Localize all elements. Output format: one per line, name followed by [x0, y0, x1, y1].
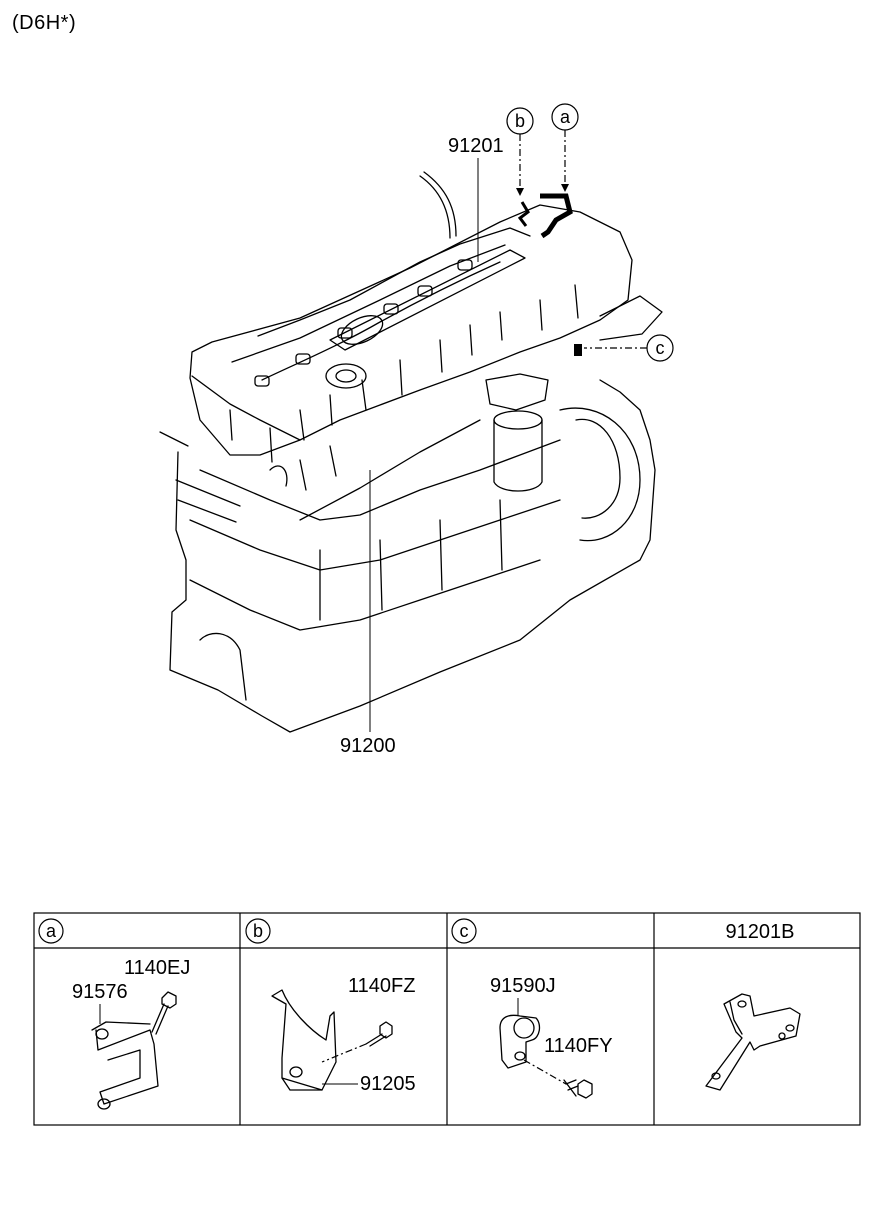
part-1140FY: 1140FY: [544, 1035, 613, 1057]
label-91201: 91201: [448, 135, 504, 262]
svg-text:91200: 91200: [340, 735, 396, 757]
part-91590J: 91590J: [490, 975, 556, 997]
svg-text:a: a: [560, 107, 571, 127]
clamp-91590J-icon: [499, 1014, 541, 1069]
page-title: (D6H*): [12, 12, 77, 34]
part-91576: 91576: [72, 981, 128, 1003]
table-header-a: a: [38, 918, 64, 944]
bolt-icon: [151, 991, 177, 1035]
svg-text:91201: 91201: [448, 135, 504, 157]
bracket-91205-icon: [271, 989, 337, 1091]
svg-text:c: c: [460, 921, 469, 941]
part-1140FZ: 1140FZ: [348, 975, 415, 997]
svg-text:c: c: [656, 338, 665, 358]
bracket-91576-icon: [91, 1021, 159, 1110]
table-header-91201B: 91201B: [726, 921, 795, 943]
part-1140EJ: 1140EJ: [124, 957, 190, 979]
injector-clips: [254, 259, 473, 387]
svg-text:a: a: [46, 921, 57, 941]
callout-b: b: [506, 107, 534, 196]
engine-illustration: [159, 171, 663, 733]
harness-brackets: [517, 193, 582, 356]
parts-table: a b c 91201B 1140EJ 91576: [33, 912, 861, 1126]
bracket-91201B-icon: [705, 993, 801, 1091]
label-91200: 91200: [340, 470, 396, 757]
svg-text:b: b: [515, 111, 525, 131]
table-header-b: b: [245, 918, 271, 944]
cell-b: 1140FZ 91205: [271, 975, 416, 1095]
callout-c: c: [584, 334, 674, 362]
cell-a: 1140EJ 91576: [72, 957, 190, 1110]
cell-c: 91590J 1140FY: [490, 975, 613, 1099]
bolt-icon: [523, 1059, 593, 1099]
callout-a: a: [551, 103, 579, 192]
part-91205: 91205: [360, 1073, 416, 1095]
bolt-icon: [321, 1021, 393, 1063]
svg-text:b: b: [253, 921, 263, 941]
cell-91201B: [705, 993, 801, 1091]
table-header-c: c: [451, 918, 477, 944]
